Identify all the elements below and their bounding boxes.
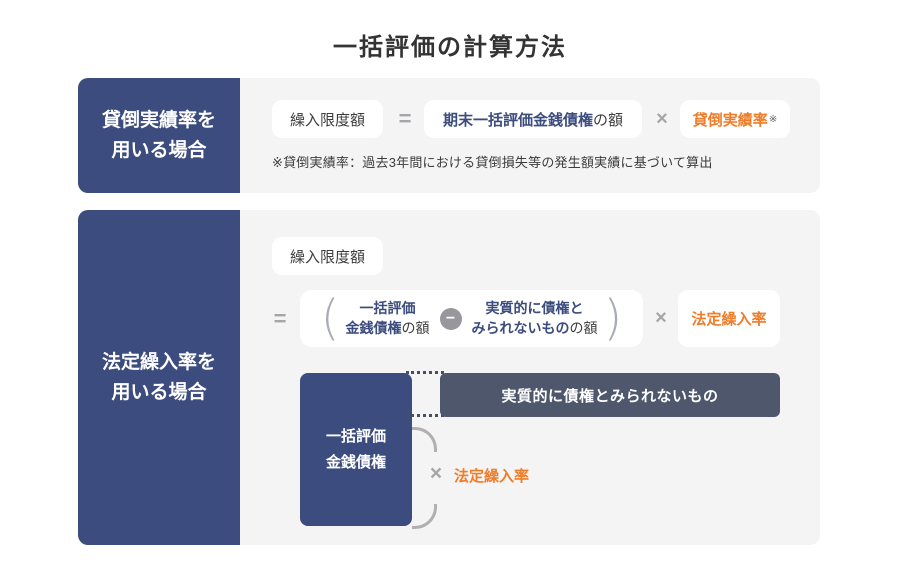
bulk-receivables-block: 一括評価 金銭債権 (300, 373, 412, 526)
actual-rate-footnote: ※貸倒実績率：過去3年間における貸倒損失等の発生額実績に基づいて算出 (272, 155, 713, 170)
actual-rate-box: 貸倒実績率※ (680, 100, 790, 138)
term-receivables-box: 期末一括評価金銭債権の額 (424, 100, 642, 138)
dotted-connector-top (406, 371, 444, 374)
limit-amount-box: 繰入限度額 (272, 100, 383, 138)
term-bulk-suffix: の額 (401, 319, 430, 336)
statutory-rate-label: 法定繰入率 (691, 311, 767, 328)
equals-sign: = (398, 106, 412, 131)
minus-glyph: − (445, 309, 456, 327)
section1-label-line2: 用いる場合 (111, 139, 207, 161)
term-receivables-main: 期末一括評価金銭債権 (442, 111, 593, 129)
term-not-line1: 実質的に債権と (485, 299, 584, 316)
limit-amount-label: 繰入限度額 (289, 111, 365, 129)
term-receivables-suffix: の額 (593, 111, 624, 129)
limit-amount-box-2: 繰入限度額 (272, 237, 383, 275)
term-not-line2-main: みられないもの (471, 319, 570, 336)
excluded-portion-block: 実質的に債権とみられないもの (440, 373, 780, 417)
bulk-block-line1: 一括評価 (325, 428, 386, 445)
note-mark: ※ (768, 113, 778, 125)
section2-label-line1: 法定繰入率を (101, 352, 216, 374)
diagram-multiply-sign: × (429, 462, 443, 485)
bracket-top-arc (412, 427, 437, 452)
dotted-connector-bottom (406, 414, 444, 417)
multiply-sign: × (656, 107, 668, 130)
excluded-portion-label: 実質的に債権とみられないもの (501, 387, 719, 405)
section1-label-line1: 貸倒実績率を (101, 110, 216, 132)
actual-rate-label: 貸倒実績率 (692, 111, 768, 129)
term-bulk-line1: 一括評価 (359, 299, 416, 316)
limit-amount-label-2: 繰入限度額 (289, 248, 365, 266)
term-not-receivable: 実質的に債権と みられないものの額 (472, 299, 598, 338)
parenthesis-formula-box: ( 一括評価 金銭債権の額 − 実質的に債権と みられないものの額 ) (300, 290, 643, 347)
bracket-bottom-arc (412, 504, 437, 529)
statutory-rate-box: 法定繰入率 (678, 290, 780, 347)
term-bulk-receivables: 一括評価 金銭債権の額 (346, 299, 430, 338)
section1-panel: 繰入限度額 = 期末一括評価金銭債権の額 × 貸倒実績率※ ※貸倒実績率：過去3… (240, 78, 820, 193)
close-paren: ) (603, 290, 623, 346)
minus-circle-icon: − (439, 307, 462, 330)
term-bulk-line2-main: 金銭債権 (345, 319, 402, 336)
section-jisseki-rate: 貸倒実績率を 用いる場合 繰入限度額 = 期末一括評価金銭債権の額 × 貸倒実績… (78, 78, 820, 193)
page-title: 一括評価の計算方法 (333, 34, 567, 61)
section1-label: 貸倒実績率を 用いる場合 (78, 78, 240, 193)
section2-label: 法定繰入率を 用いる場合 (78, 210, 240, 545)
bulk-block-line2: 金銭債権 (325, 453, 386, 471)
multiply-sign-2: × (655, 307, 667, 329)
section2-label-line2: 用いる場合 (111, 381, 207, 403)
section2-panel: 繰入限度額 = ( 一括評価 金銭債権の額 − 実質的に債権と みられないものの… (240, 210, 820, 545)
diagram-statutory-rate-label: 法定繰入率 (454, 468, 530, 485)
open-paren: ( (320, 290, 340, 346)
section-hotei-rate: 法定繰入率を 用いる場合 繰入限度額 = ( 一括評価 金銭債権の額 − 実質的… (78, 210, 820, 545)
equals-sign-2: = (273, 305, 287, 331)
term-not-suffix: の額 (569, 319, 598, 336)
